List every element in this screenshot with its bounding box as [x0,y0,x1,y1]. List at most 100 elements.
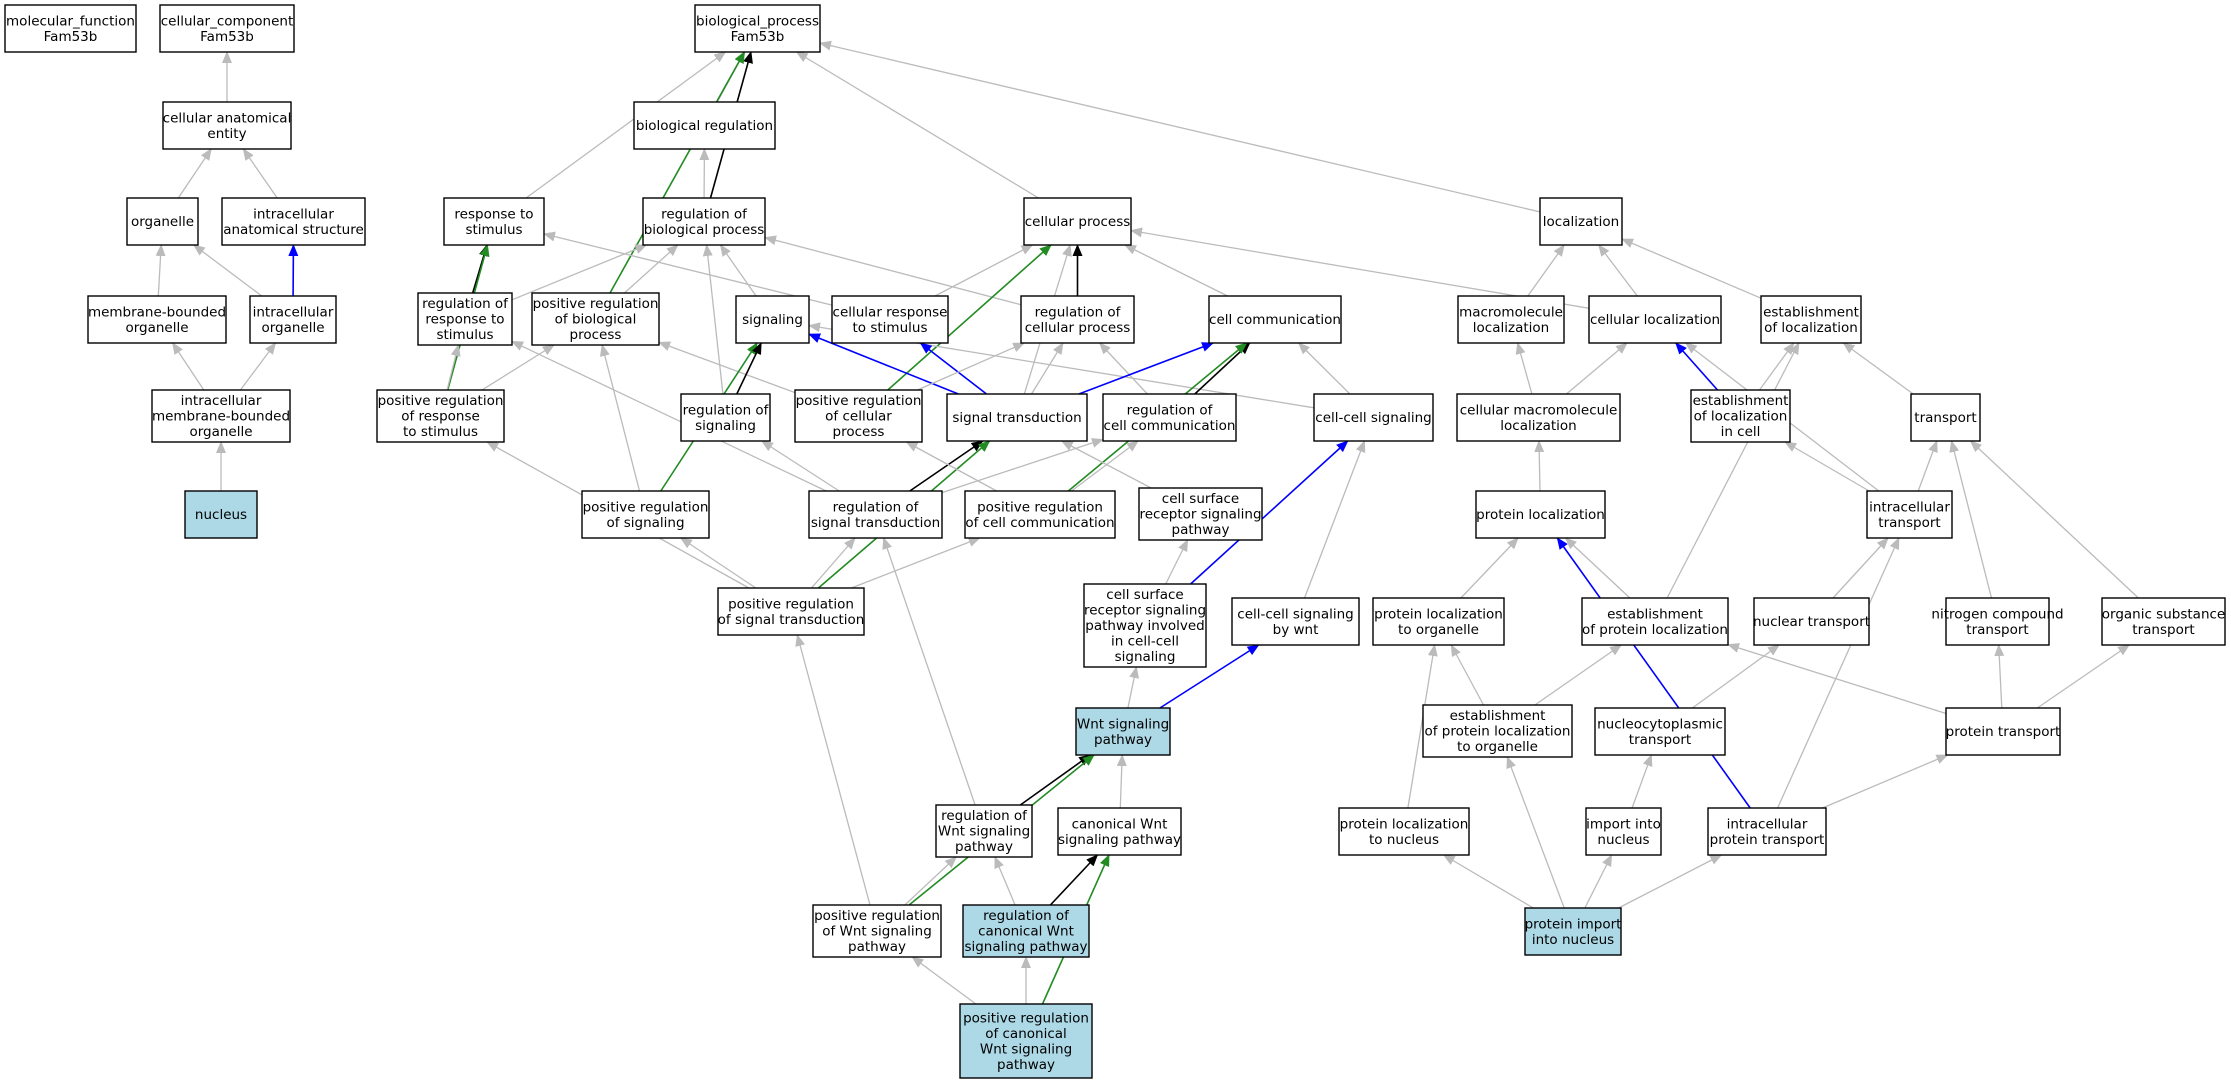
edge-is-a-ptrans-to-epl [1727,643,1947,715]
edge-is-a-itrans-to-transport [1917,440,1938,492]
term-node-signaling[interactable]: signaling [735,295,810,344]
term-node-organelle[interactable]: organelle [126,197,199,246]
term-node-nucleus[interactable]: nucleus [184,490,258,539]
edge-is-a-ccsw-to-ccs [1303,440,1366,599]
edge-is-a-crs-to-rstim [543,231,833,306]
term-label-line: nucleocytoplasmic [1597,716,1723,732]
term-label-line: positive regulation [533,296,659,312]
term-label-line: cellular response [833,304,948,320]
term-label-line: to organelle [1457,739,1538,755]
term-box [794,389,923,443]
term-label-line: nitrogen compound [1931,606,2063,622]
term-node-transport[interactable]: transport [1910,393,1981,442]
term-box [531,292,660,346]
term-label-line: of signaling [606,515,684,531]
term-node-ntrans[interactable]: nuclear transport [1753,597,1870,646]
term-label-line: entity [207,126,246,142]
term-node-st[interactable]: signal transduction [946,393,1088,442]
edge-is-a-rstim-to-bp [525,51,727,199]
term-label-line: positive regulation [796,393,922,409]
term-node-ccomm[interactable]: cell communication [1208,295,1342,344]
edge-is-a-loc-to-bp [819,40,1541,213]
edge-positively-regulates-prcp-to-cproc [887,244,1052,391]
term-label-line: biological process [644,222,765,238]
term-label-line: intracellular [181,393,262,409]
term-box [1910,393,1981,442]
term-label-line: of protein localization [1424,724,1570,740]
term-node-cproc[interactable]: cellular process [1023,197,1132,246]
term-label-line: biological_process [696,13,819,29]
term-label-line: regulation of [1127,402,1214,418]
edge-is-a-nct-to-transport [1949,440,1993,599]
edge-part-of-st-to-signaling [808,333,959,395]
edge-part-of-st-to-ccomm [1078,342,1215,395]
term-label-line: of biological [555,312,637,328]
term-node-ploc[interactable]: protein localization [1475,490,1606,539]
edge-is-a-eplo-to-epl [1534,644,1623,706]
term-label-line: signaling [742,312,803,328]
edge-is-a-prst-to-prcc [851,537,981,589]
term-label-line: of Wnt signaling [822,924,932,940]
term-box [1945,707,2061,756]
term-node-ccs[interactable]: cell-cell signaling [1313,393,1434,442]
term-label-line: nucleus [195,507,247,523]
term-label-line: positive regulation [977,499,1103,515]
term-node-breg[interactable]: biological regulation [633,101,776,150]
term-label-line: localization [1543,214,1619,230]
term-node-loc[interactable]: localization [1539,197,1623,246]
term-box [808,490,943,539]
term-box [249,295,337,344]
term-node-cloc[interactable]: cellular localization [1588,295,1722,344]
term-label-line: organelle [125,320,188,336]
term-node-ptrans[interactable]: protein transport [1945,707,2061,756]
edge-is-a-prcc-to-rcc [1071,440,1139,492]
